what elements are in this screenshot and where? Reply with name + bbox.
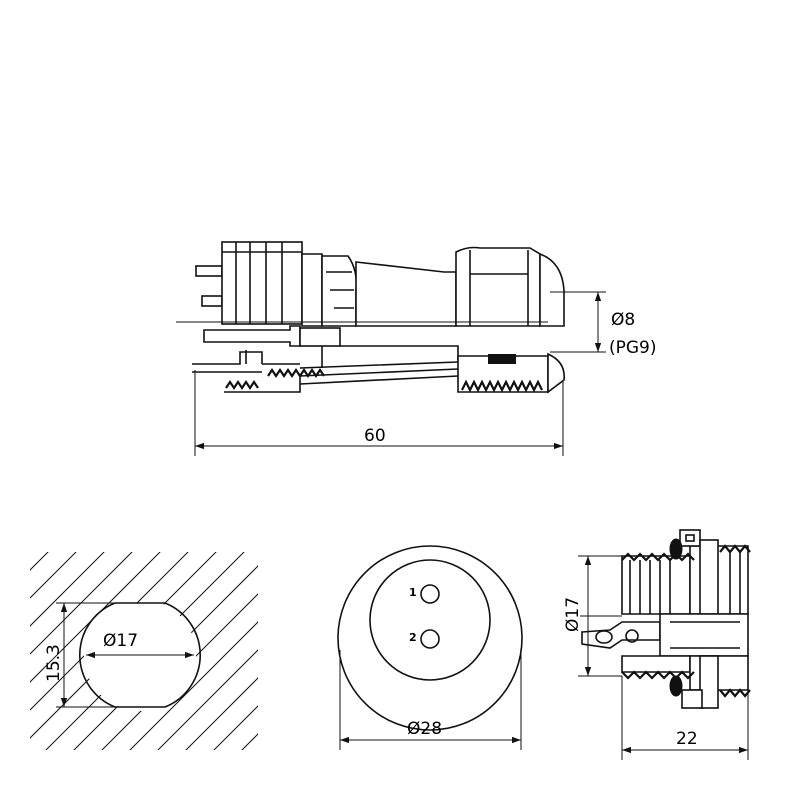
gland-nut	[455, 246, 541, 327]
pin-upper	[195, 265, 223, 277]
o-ring-bottom	[669, 675, 683, 697]
pin-label-1: 1	[409, 586, 417, 599]
socket-thread-bottom-right	[719, 688, 751, 698]
socket-length-label: 22	[676, 729, 698, 749]
thread-coupling	[267, 368, 325, 378]
socket-thread-top-left	[621, 552, 695, 562]
outer-diameter-label: Ø28	[407, 719, 442, 739]
seal-dome	[539, 252, 565, 327]
gland-size-label: (PG9)	[609, 338, 657, 358]
flange-bottom	[681, 689, 703, 709]
socket-thread-bottom-left	[621, 670, 695, 680]
pin-hole-1	[420, 584, 440, 604]
thread-left	[225, 380, 259, 390]
solder-cup	[581, 621, 661, 649]
contact-section	[203, 325, 301, 347]
plug-body	[355, 261, 457, 327]
socket-thread-top-right	[719, 544, 751, 554]
thread-gland	[461, 379, 543, 393]
flat-width-label: 15.3	[44, 644, 64, 682]
insert-face	[369, 559, 491, 681]
pin-lower	[201, 295, 223, 307]
panel-cutout-view: Ø17 15.3	[30, 552, 258, 750]
pin-label-2: 2	[409, 631, 417, 644]
coupling-nut	[221, 241, 303, 325]
plug-side-view: Ø8 (PG9) 60	[176, 241, 657, 456]
socket-side-view: Ø17 22	[563, 529, 751, 760]
pin-hole-2	[420, 629, 440, 649]
thread-diameter-label: Ø17	[563, 597, 583, 632]
cutout-outline	[78, 602, 202, 708]
hole-diameter-label: Ø17	[103, 631, 138, 651]
seal-ring	[488, 354, 516, 364]
front-face-view: 1 2 Ø28	[337, 545, 523, 750]
o-ring-top	[669, 538, 683, 560]
cable-diameter-label: Ø8	[611, 310, 635, 330]
outer-rim	[337, 545, 523, 731]
overall-length-label: 60	[364, 426, 386, 446]
